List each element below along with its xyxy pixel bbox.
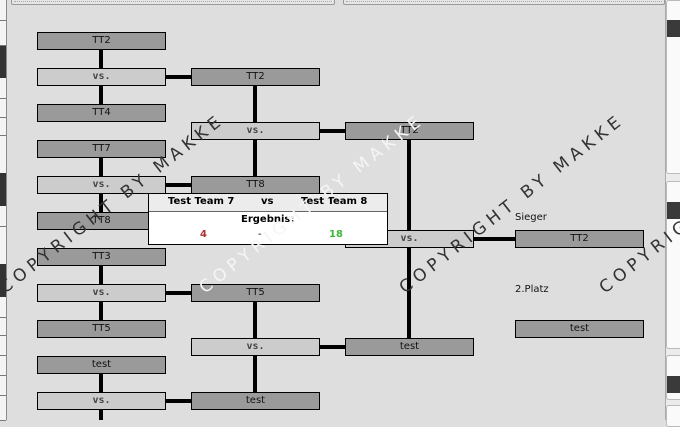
score-separator: - [258, 229, 262, 240]
match-team-box[interactable]: TT5 [37, 320, 166, 338]
match-vs-box[interactable]: vs. [37, 68, 166, 86]
tooltip-header: Test Team 7 vs Test Team 8 [149, 194, 387, 212]
match-team-box[interactable]: TT2 [345, 122, 474, 140]
match-team-box[interactable]: TT8 [191, 176, 320, 194]
result-label: Ergebnis: [241, 214, 295, 225]
match-team-box[interactable]: TT8 [37, 212, 166, 230]
match-result-tooltip: Test Team 7 vs Test Team 8 Ergebnis: 4 -… [148, 193, 388, 245]
tooltip-vs: vs [261, 196, 274, 207]
winner-label: Sieger [515, 212, 547, 223]
match-team-box[interactable]: TT5 [191, 284, 320, 302]
match-team-box[interactable]: test [191, 392, 320, 410]
match-vs-box[interactable]: vs. [191, 122, 320, 140]
match-vs-box[interactable]: vs. [37, 176, 166, 194]
left-sidebar-strip [0, 0, 7, 421]
top-panel-left [11, 0, 335, 5]
match-vs-box[interactable]: vs. [37, 392, 166, 410]
match-team-box[interactable]: TT4 [37, 104, 166, 122]
winner-box[interactable]: TT2 [515, 230, 644, 248]
match-team-box[interactable]: TT7 [37, 140, 166, 158]
second-place-box[interactable]: test [515, 320, 644, 338]
match-team-box[interactable]: TT2 [37, 32, 166, 50]
match-team-box[interactable]: test [37, 356, 166, 374]
tooltip-team1: Test Team 7 [168, 196, 235, 207]
score-team1: 4 [200, 229, 207, 240]
match-vs-box[interactable]: vs. [37, 284, 166, 302]
right-sidebar-strip [665, 0, 680, 427]
match-vs-box[interactable]: vs. [191, 338, 320, 356]
score-team2: 18 [329, 229, 343, 240]
match-team-box[interactable]: test [345, 338, 474, 356]
top-panel-right [343, 0, 665, 5]
second-place-label: 2.Platz [515, 284, 549, 295]
match-team-box[interactable]: TT3 [37, 248, 166, 266]
match-team-box[interactable]: TT2 [191, 68, 320, 86]
tooltip-body: Ergebnis: 4 - 18 [149, 212, 387, 244]
tooltip-team2: Test Team 8 [301, 196, 368, 207]
